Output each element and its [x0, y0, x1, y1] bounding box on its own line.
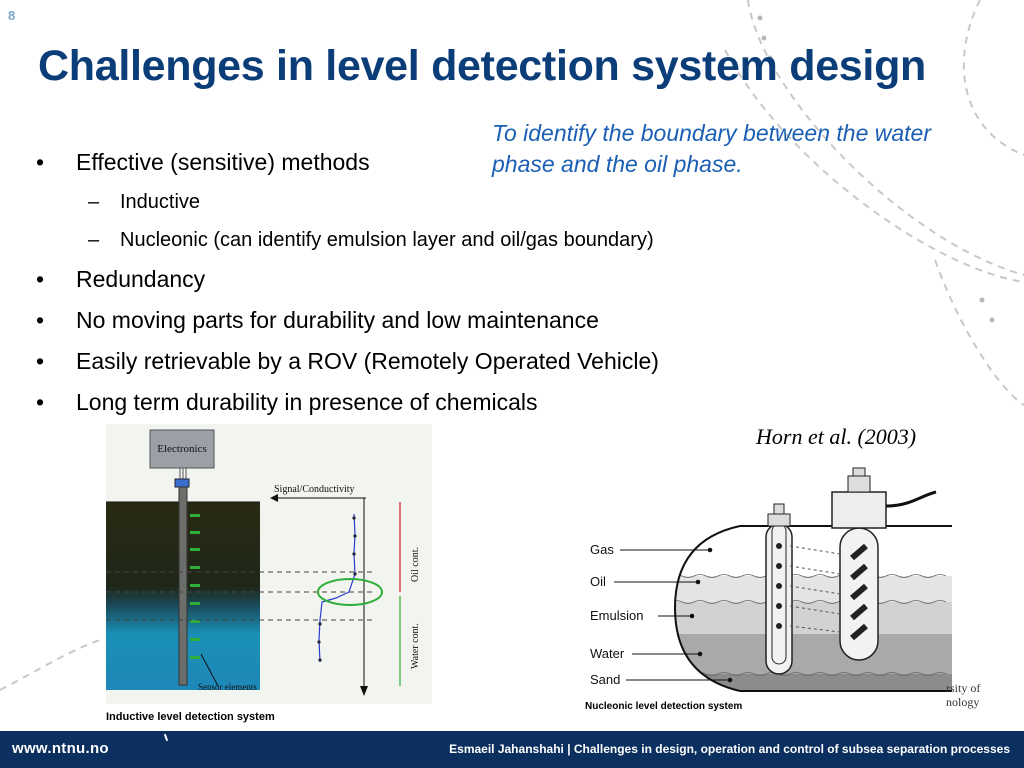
- layer-label-oil: Oil: [590, 574, 606, 589]
- water-cont-label: Water cont.: [410, 623, 421, 669]
- inductive-caption: Inductive level detection system: [106, 711, 275, 723]
- page-title: Challenges in level detection system des…: [38, 42, 927, 90]
- footer-decoration: [163, 733, 169, 742]
- website-link[interactable]: www.ntnu.no: [12, 740, 109, 757]
- inductive-diagram: Electronics Sensor elements Signal/Condu…: [106, 424, 432, 704]
- footer-bar: www.ntnu.no Esmaeil Jahanshahi | Challen…: [0, 731, 1024, 768]
- electronics-label: Electronics: [157, 443, 206, 455]
- layer-label-emulsion: Emulsion: [590, 608, 643, 623]
- layer-pointers: [614, 547, 733, 683]
- footer-info: Esmaeil Jahanshahi | Challenges in desig…: [449, 742, 1010, 756]
- probe-rod: [178, 486, 188, 686]
- oil-cont-label: Oil cont.: [410, 547, 421, 582]
- sub-bullet-item: Nucleonic (can identify emulsion layer a…: [36, 221, 659, 259]
- layer-label-water: Water: [590, 646, 625, 661]
- bullet-item: Long term durability in presence of chem…: [36, 382, 659, 423]
- slide-number: 8: [8, 8, 16, 23]
- detector-head: [831, 491, 887, 529]
- electronics-box: [149, 429, 215, 469]
- bullet-item: Effective (sensitive) methods: [36, 142, 659, 183]
- nucleonic-diagram: Gas Oil Emulsion Water Sand: [590, 467, 952, 692]
- signal-label: Signal/Conductivity: [274, 484, 355, 495]
- bullet-list: Effective (sensitive) methods Inductive …: [36, 142, 659, 423]
- source-tube-cap: [767, 513, 791, 527]
- nucleonic-caption: Nucleonic level detection system: [585, 701, 743, 712]
- partial-logo-text: rsity of nology: [946, 681, 981, 709]
- conductivity-curve: [318, 513, 356, 663]
- sub-bullet-item: Inductive: [36, 183, 659, 221]
- citation: Horn et al. (2003): [756, 424, 917, 449]
- detector-cable: [885, 490, 937, 508]
- bullet-item: No moving parts for durability and low m…: [36, 300, 659, 341]
- sensor-elements: [190, 514, 200, 659]
- bullet-item: Easily retrievable by a ROV (Remotely Op…: [36, 341, 659, 382]
- probe-connector: [174, 478, 190, 488]
- layer-label-sand: Sand: [590, 672, 620, 687]
- interface-highlight: [317, 578, 383, 606]
- bullet-item: Redundancy: [36, 259, 659, 300]
- sensor-label: Sensor elements: [198, 682, 257, 692]
- layer-label-gas: Gas: [590, 542, 614, 557]
